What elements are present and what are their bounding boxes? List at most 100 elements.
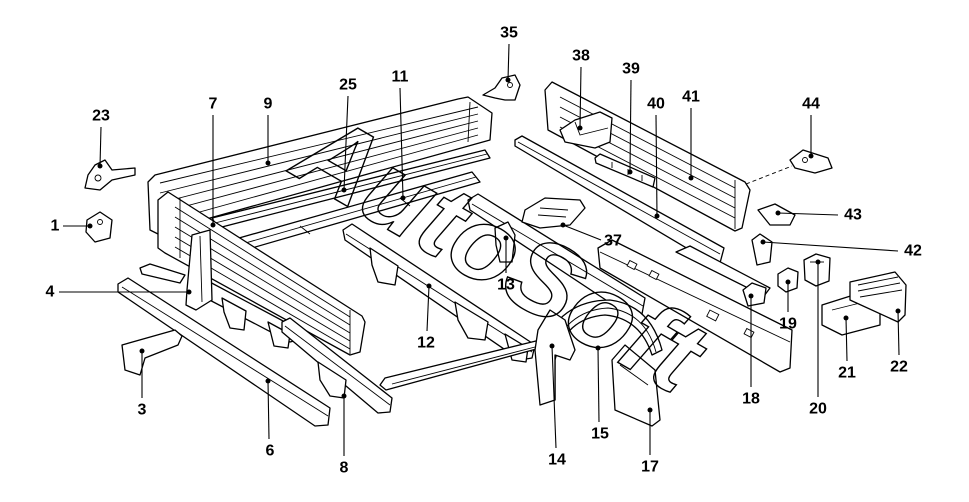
leader-line: [579, 66, 582, 129]
callout-41[interactable]: 41: [682, 89, 700, 181]
callout-label[interactable]: 38: [572, 48, 590, 65]
callout-label[interactable]: 1: [51, 218, 60, 235]
part-37-bracket: [521, 197, 586, 229]
leader-line: [655, 114, 658, 217]
crossmember: [597, 239, 793, 373]
callout-label[interactable]: 12: [417, 335, 435, 352]
callout-18[interactable]: 18: [742, 293, 760, 408]
callout-label[interactable]: 13: [497, 277, 515, 294]
callout-label[interactable]: 15: [591, 426, 609, 443]
callout-label[interactable]: 14: [548, 452, 566, 469]
callout-label[interactable]: 21: [838, 365, 856, 382]
leader-line: [629, 79, 632, 173]
leader-line: [507, 43, 510, 81]
callout-label[interactable]: 3: [138, 402, 147, 419]
callout-17[interactable]: 17: [641, 407, 659, 476]
callout-label[interactable]: 8: [340, 460, 349, 477]
callout-38[interactable]: 38: [572, 48, 590, 131]
leader-dot: [760, 239, 766, 245]
callout-1[interactable]: 1: [51, 218, 93, 235]
leader-line: [551, 345, 557, 449]
callout-label[interactable]: 9: [264, 96, 273, 113]
callout-9[interactable]: 9: [264, 96, 273, 166]
callout-label[interactable]: 41: [682, 89, 700, 106]
callout-label[interactable]: 44: [802, 96, 820, 113]
callout-6[interactable]: 6: [265, 378, 275, 460]
part-14-bracket: [534, 309, 576, 406]
callout-label[interactable]: 4: [46, 284, 55, 301]
leader-dot: [785, 279, 791, 285]
leader-dot: [341, 187, 347, 193]
leader-line: [562, 224, 602, 241]
callout-label[interactable]: 11: [392, 69, 409, 86]
callout-7[interactable]: 7: [209, 96, 218, 228]
callout-11[interactable]: 11: [392, 69, 409, 201]
leader-dot: [647, 407, 653, 413]
callout-42[interactable]: 42: [760, 239, 923, 260]
assembly-dashed-line: [745, 165, 793, 185]
leader-line: [343, 95, 349, 191]
leader-dot: [87, 223, 93, 229]
callout-label[interactable]: 18: [742, 391, 760, 408]
callout-label[interactable]: 23: [92, 108, 110, 125]
floor-strip: [379, 339, 541, 391]
part-23-hinge: [84, 159, 136, 191]
leader-line: [597, 347, 600, 423]
leader-line: [399, 87, 404, 199]
callout-8[interactable]: 8: [340, 393, 349, 477]
callout-label[interactable]: 35: [500, 25, 518, 42]
callout-label[interactable]: 39: [622, 61, 640, 78]
leader-dot: [688, 175, 694, 181]
callout-label[interactable]: 40: [647, 96, 665, 113]
callout-22[interactable]: 22: [890, 308, 908, 376]
callout-label[interactable]: 37: [604, 233, 622, 250]
leader-dot: [560, 222, 566, 228]
callout-3[interactable]: 3: [138, 348, 147, 419]
callout-4[interactable]: 4: [46, 284, 192, 301]
part-18-bracket: [742, 282, 767, 307]
leader-dot: [843, 315, 849, 321]
leader-line: [897, 310, 900, 356]
leader-line: [426, 285, 430, 332]
callout-label[interactable]: 17: [641, 459, 659, 476]
callout-14[interactable]: 14: [548, 343, 566, 469]
leader-dot: [210, 222, 216, 228]
callout-label[interactable]: 19: [779, 316, 797, 333]
callout-15[interactable]: 15: [591, 345, 609, 443]
leader-dot: [97, 163, 103, 169]
callout-40[interactable]: 40: [647, 96, 665, 219]
callout-23[interactable]: 23: [92, 108, 110, 169]
callout-44[interactable]: 44: [802, 96, 820, 159]
leader-dot: [748, 293, 754, 299]
callout-label[interactable]: 43: [844, 207, 862, 224]
callout-21[interactable]: 21: [838, 315, 856, 382]
leader-dot: [503, 235, 509, 241]
callout-label[interactable]: 20: [809, 401, 827, 418]
part-3-bracket: [121, 329, 183, 376]
part-44-hinge: [789, 149, 833, 174]
callout-label[interactable]: 7: [209, 96, 218, 113]
leader-line: [99, 126, 102, 167]
callout-13[interactable]: 13: [497, 235, 515, 294]
callout-20[interactable]: 20: [809, 259, 827, 418]
callout-label[interactable]: 25: [339, 77, 357, 94]
leader-dot: [549, 343, 555, 349]
callout-12[interactable]: 12: [417, 283, 435, 352]
part-22-plate: [849, 271, 907, 323]
leader-dot: [627, 169, 633, 175]
callout-19[interactable]: 19: [779, 279, 797, 333]
callout-label[interactable]: 42: [904, 243, 922, 260]
callout-39[interactable]: 39: [622, 61, 640, 175]
callout-label[interactable]: 22: [890, 359, 908, 376]
leader-dot: [186, 289, 192, 295]
leader-dot: [505, 77, 511, 83]
callout-43[interactable]: 43: [775, 207, 863, 224]
callout-label[interactable]: 6: [266, 443, 275, 460]
leader-dot: [815, 259, 821, 265]
callout-25[interactable]: 25: [339, 77, 357, 193]
callout-37[interactable]: 37: [560, 222, 623, 250]
leader-line: [845, 317, 848, 362]
part-42-bracket: [751, 233, 773, 266]
callout-35[interactable]: 35: [500, 25, 518, 83]
leader-line: [267, 380, 270, 440]
